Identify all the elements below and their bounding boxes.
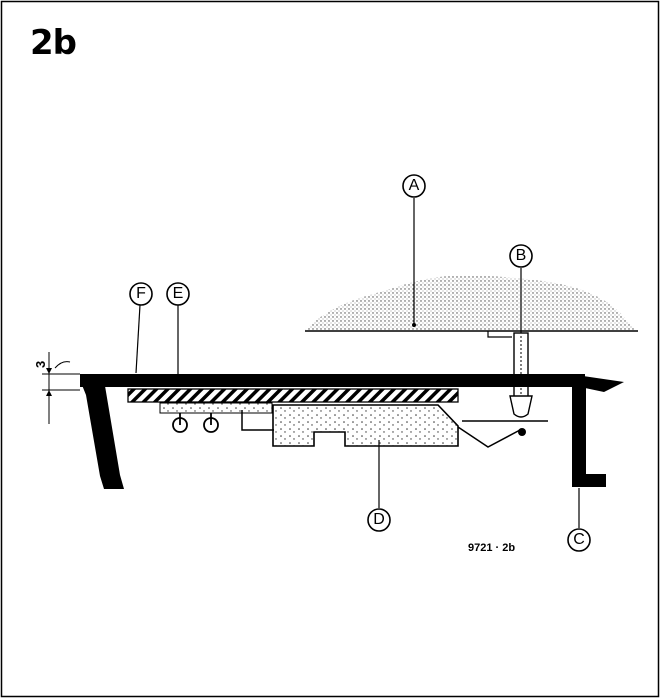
dim-bracket <box>54 361 71 369</box>
block-d <box>272 404 459 447</box>
dim-arrow-head-bottom <box>46 390 52 396</box>
callout-b-label: B <box>515 247 527 264</box>
screw-b-head <box>509 395 533 418</box>
callout-c-label: C <box>573 531 585 548</box>
surface-step <box>487 331 512 338</box>
dimension-label: 3 <box>33 360 48 368</box>
lever <box>457 426 521 448</box>
chassis-lip <box>583 376 624 392</box>
callout-d-label: D <box>373 511 385 528</box>
callout-b-circle <box>509 244 533 268</box>
callout-a-label: A <box>408 177 420 194</box>
chassis-top-bar <box>80 374 585 387</box>
chassis-right-leg <box>572 380 606 487</box>
leader-f <box>135 304 141 374</box>
callout-e-label: E <box>172 285 184 302</box>
callout-c-circle <box>567 528 591 552</box>
callout-d-circle <box>367 508 391 532</box>
lever-pivot <box>518 428 526 436</box>
callout-a-circle <box>402 174 426 198</box>
dim-arrow-head-top <box>46 368 52 374</box>
leader-a-dot <box>412 323 416 327</box>
chassis-left-leg <box>80 380 124 489</box>
figure-code: 9721 · 2b <box>468 542 516 554</box>
figure-id: 2b <box>30 23 77 63</box>
component-strip <box>159 402 273 414</box>
bracket-line <box>241 410 274 431</box>
callout-f-label: F <box>136 285 146 302</box>
callout-e-circle <box>166 282 190 306</box>
hatched-strip <box>127 388 459 403</box>
callout-f-circle <box>129 282 153 306</box>
object-a-shape <box>305 275 635 330</box>
